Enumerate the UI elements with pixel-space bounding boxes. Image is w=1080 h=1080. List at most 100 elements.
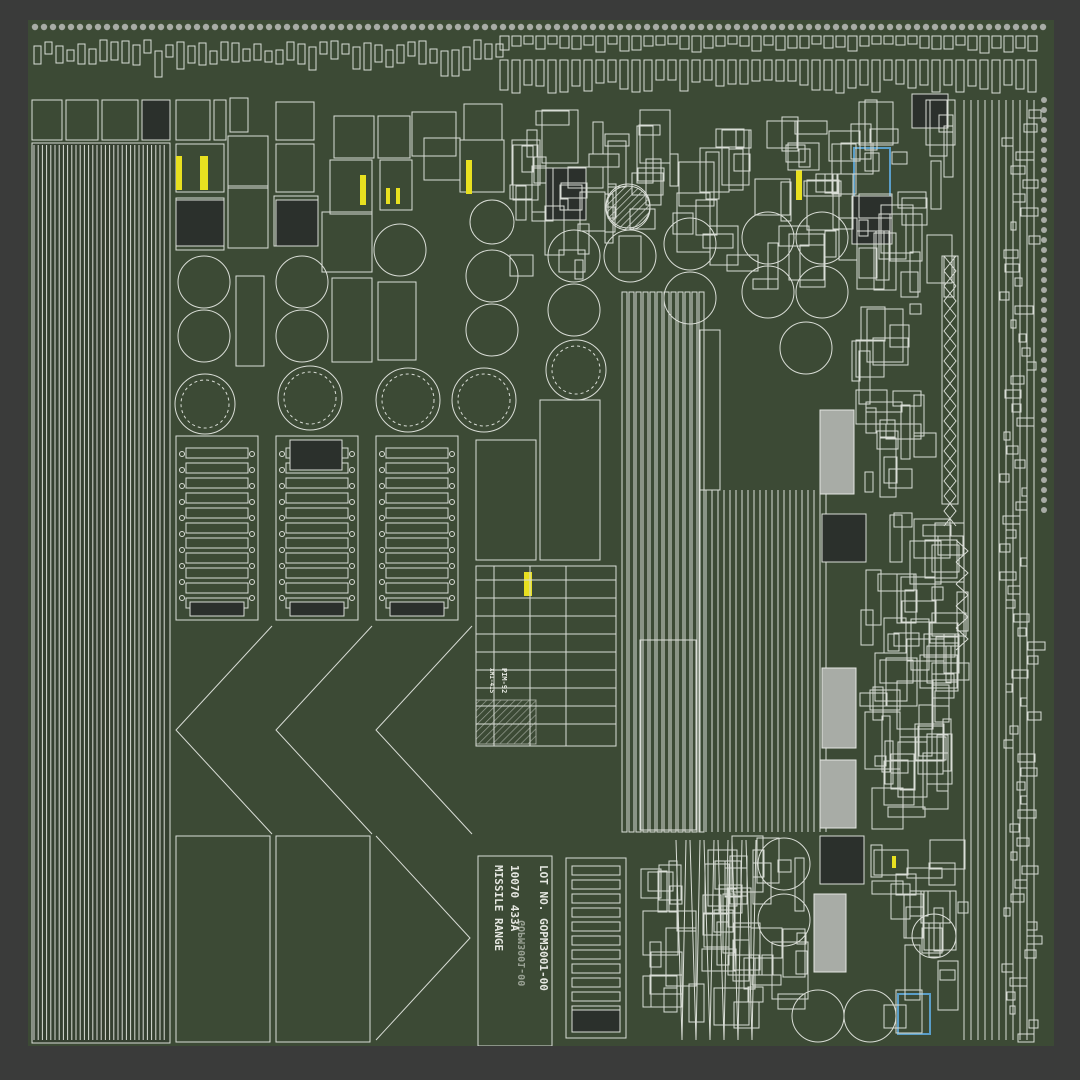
uv-panel [539,399,601,561]
uv-panel [639,639,697,831]
small-part [859,35,870,47]
small-part [835,59,845,94]
round-rivet-icon [249,515,255,521]
uv-panel [377,281,417,361]
uv-panel [897,191,927,209]
ladder-rung [571,963,621,974]
ladder-rung [185,507,249,519]
round-rivet-icon [249,451,255,457]
uv-panel [663,987,678,1013]
truss-icon [943,345,957,377]
ladder-rung [571,991,621,1002]
uv-panel [475,439,537,561]
round-rivet-icon [886,23,894,31]
uv-panel [877,573,915,592]
round-rivet-icon [1041,367,1047,373]
round-rivet-icon [279,595,285,601]
truss-icon [943,315,957,347]
small-part [895,59,905,85]
blue-panel [897,993,931,1035]
round-rivet-icon [697,23,705,31]
small-part [462,46,471,71]
round-rivet-icon [472,23,480,31]
uv-texture-atlas: LOT NO. GOPM3001-00 GOPM3001-00 10070 43… [28,20,1054,1046]
dark-panel [275,199,319,247]
small-part [883,35,894,45]
truss-icon [943,495,957,527]
uv-panel [676,910,697,932]
uv-panel [890,883,911,920]
uv-panel [923,890,957,951]
uv-panel [752,849,765,878]
round-rivet-icon [1041,117,1047,123]
round-rivet-icon [1041,187,1047,193]
tapered-strip [703,839,715,1041]
uv-panel [672,212,694,235]
round-rivet-icon [724,23,732,31]
ladder-rung [571,907,621,918]
round-rivet-icon [1041,447,1047,453]
small-part [1020,207,1039,217]
uv-panel [931,586,944,601]
round-rivet-icon [436,23,444,31]
truss-icon [943,465,957,497]
small-part [176,41,185,70]
tapered-strip [731,839,743,1041]
round-rivet-icon [652,23,660,31]
small-part [1015,59,1025,90]
round-rivet-icon [449,579,455,585]
small-part [571,59,581,87]
round-rivet-icon [179,451,185,457]
round-rivet-icon [379,531,385,537]
uv-panel [678,161,715,207]
uv-panel [925,99,956,146]
small-part [727,59,737,85]
round-rivet-icon [1041,287,1047,293]
small-part [999,473,1010,483]
uv-panel [806,179,840,231]
uv-panel [858,219,869,237]
small-part [451,49,460,77]
round-rivet-icon [985,23,993,31]
truss-icon [943,375,957,407]
uv-panel [526,129,538,158]
uv-panel [921,927,943,954]
small-part [1014,277,1023,287]
truss-icon [943,495,957,527]
small-part [1013,613,1030,623]
stencil-layer: LOT NO. GOPM3001-00 GOPM3001-00 10070 43… [488,668,550,991]
uv-panel [869,128,899,144]
round-rivet-icon [1003,23,1011,31]
uv-panel [235,275,265,367]
uv-panel [869,689,901,711]
uv-panel [647,871,674,892]
small-part [1006,991,1016,1001]
uv-panel [275,143,315,193]
round-rivet-icon [940,23,948,31]
round-rivet-icon [481,23,489,31]
truss-icon [943,405,957,437]
yellow-marker [360,175,366,205]
small-part [895,35,906,46]
round-rivet-icon [349,547,355,553]
long-strip [628,291,635,833]
uv-panel [777,859,792,873]
round-rivet-icon [769,23,777,31]
ladder-rung [185,462,249,474]
uv-panel [934,522,965,583]
small-part [1026,921,1038,931]
uv-panel [636,125,654,184]
uv-panel [531,165,547,213]
round-rivet-icon [895,23,903,31]
uv-panel [699,329,721,491]
round-rivet-icon [310,23,318,31]
top-tile [31,99,63,141]
small-part [595,35,606,53]
small-part [943,35,954,50]
round-rivet-icon [1041,317,1047,323]
small-part [559,59,569,93]
round-rivet-icon [688,23,696,31]
stencil-lot-number-mirrored: GOPM3001-00 [517,920,528,986]
uv-panel [567,166,604,189]
uv-panel [938,114,954,133]
